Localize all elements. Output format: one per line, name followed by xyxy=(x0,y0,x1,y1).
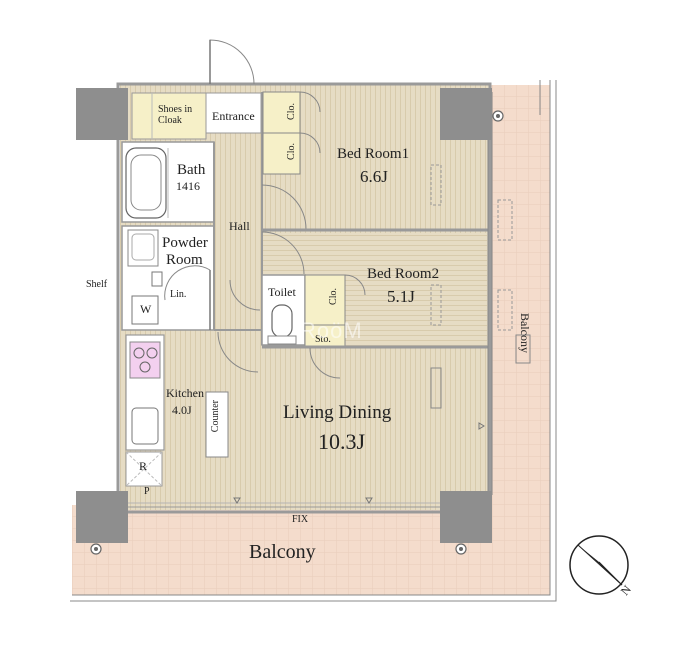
toilet-label: Toilet xyxy=(268,285,296,299)
pillar-bottom-left xyxy=(76,491,128,543)
living-dining-label: Living Dining xyxy=(283,402,392,423)
pillar-top-right xyxy=(440,88,492,140)
balcony-right-label: Balcony xyxy=(518,313,533,353)
bedroom2-size: 5.1J xyxy=(387,287,415,306)
closet-label-b: Clo. xyxy=(286,143,297,160)
washer-label: W xyxy=(140,302,152,316)
bedroom1-label: Bed Room1 xyxy=(337,146,410,162)
washer-box xyxy=(131,295,159,325)
bedroom2-label: Bed Room2 xyxy=(367,266,440,282)
shelf-label: Shelf xyxy=(86,279,108,290)
linen-label: Lin. xyxy=(170,289,187,300)
bath-size-label: 1416 xyxy=(176,179,200,193)
stove xyxy=(129,341,161,379)
watermark-text: RoöM xyxy=(300,318,363,343)
closet-label-c: Clo. xyxy=(328,288,339,305)
pillar-bottom-right xyxy=(440,491,492,543)
powder-room-label-1: Powder xyxy=(162,235,208,251)
balcony-right-area xyxy=(488,85,550,595)
bedroom1-size: 6.6J xyxy=(360,167,388,186)
pillar-top-left xyxy=(76,88,128,140)
hall-label: Hall xyxy=(229,219,250,233)
bath-label: Bath xyxy=(177,162,206,178)
living-dining-size: 10.3J xyxy=(318,429,366,454)
refrigerator-label: R xyxy=(139,459,148,473)
compass-icon xyxy=(569,535,629,595)
counter-island xyxy=(205,391,229,458)
powder-room-label-2: Room xyxy=(166,252,203,268)
storage-label: Sto. xyxy=(315,334,331,345)
counter-label: Counter xyxy=(210,400,221,433)
fix-window-label: FIX xyxy=(292,514,309,525)
pantry-label: P xyxy=(144,486,150,497)
balcony-bottom-label: Balcony xyxy=(249,541,316,563)
sink xyxy=(131,407,159,445)
entrance-label: Entrance xyxy=(212,109,255,123)
shoes-cloak-label: Shoes in Cloak xyxy=(158,104,193,126)
kitchen-label: Kitchen xyxy=(166,386,204,400)
kitchen-size: 4.0J xyxy=(172,403,192,417)
closet-label-a: Clo. xyxy=(286,103,297,120)
entrance-area xyxy=(205,92,262,134)
